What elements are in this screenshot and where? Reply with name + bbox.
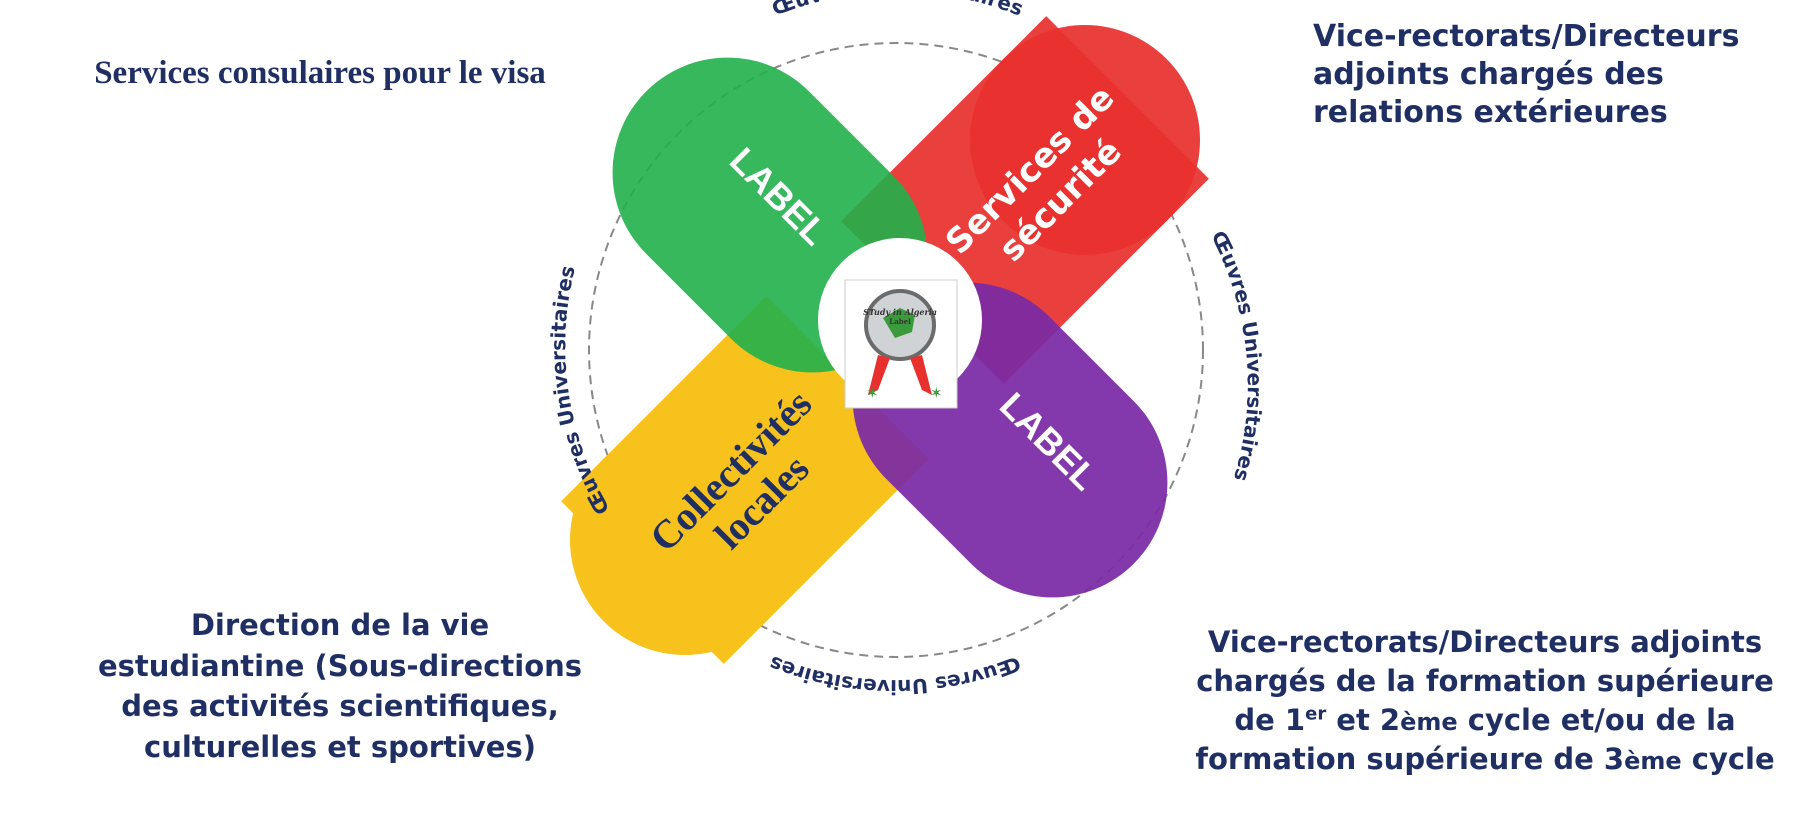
svg-text:Label: Label (889, 317, 911, 326)
dashed-circle (588, 42, 1204, 658)
circle-label-top: Œuvres Universitaires (769, 0, 1027, 21)
international-relations-label: Vice-rectorats/Directeurs adjoints charg… (1313, 19, 1740, 131)
svg-text:STudy in Algeria: STudy in Algeria (863, 307, 937, 317)
circle-label-bottom: Œuvres Universitaires (766, 651, 1024, 699)
student-life-label: Direction de la vie estudiantine (Sous-d… (97, 608, 583, 764)
svg-text:✶: ✶ (866, 384, 879, 402)
circle-label-right: Œuvres Universitaires (1206, 227, 1266, 484)
svg-text:✶: ✶ (930, 384, 943, 402)
consular-services-label: Services consulaires pour le visa (94, 55, 546, 91)
logo: ✶ ✶ STudy in Algeria Label (818, 238, 982, 409)
band-yellow-end (570, 425, 800, 655)
higher-education-label: Vice-rectorats/Directeurs adjoints charg… (1195, 625, 1775, 777)
band-red-end (970, 25, 1200, 255)
